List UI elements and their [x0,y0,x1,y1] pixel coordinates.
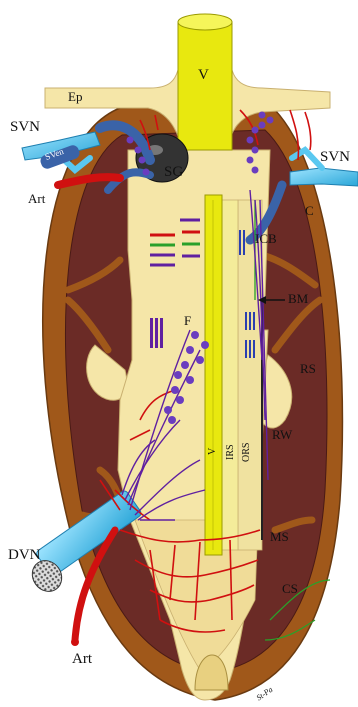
label-ors: ORS [242,443,252,462]
label-v-top: V [198,68,209,83]
hair-shaft-top [178,22,232,150]
svn-right-nerve [290,168,358,186]
label-art-top: Art [28,192,45,205]
label-ep: Ep [68,90,82,103]
label-cs: CS [282,582,298,595]
label-svn-right: SVN [320,150,350,165]
label-ms: MS [270,530,289,543]
label-bm: BM [288,292,308,305]
irs-band [222,200,238,550]
hair-shaft-cap [178,14,232,30]
label-v-inner: V [208,448,218,455]
label-f: F [184,314,191,327]
label-irs: IRS [226,444,236,460]
label-rw: RW [272,428,292,441]
label-svn-left: SVN [10,120,40,135]
label-rs: RS [300,362,316,375]
hair-shaft-inner [205,195,222,555]
label-c: C [305,204,314,217]
label-icb: ICB [255,232,277,245]
label-sg: SG [164,165,183,180]
label-art-bottom: Art [72,652,92,667]
label-dvn: DVN [8,548,41,563]
